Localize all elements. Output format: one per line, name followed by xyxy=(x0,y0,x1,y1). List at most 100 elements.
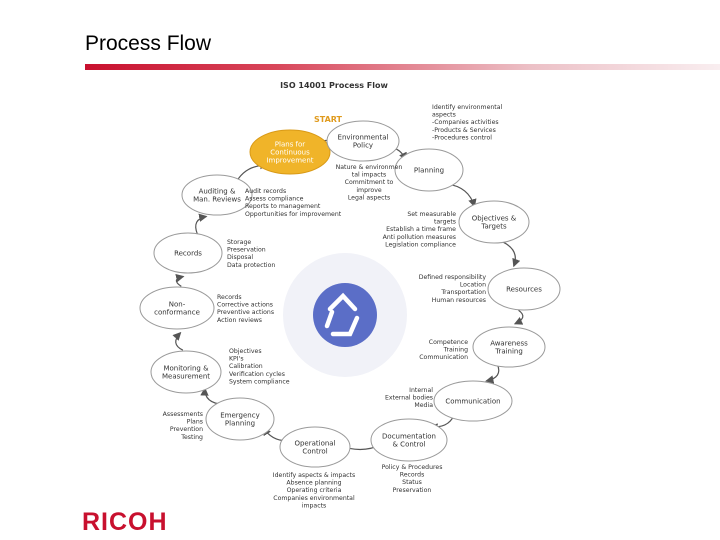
annotation-line: Nature & environmen xyxy=(336,164,403,171)
node-shape xyxy=(394,148,464,192)
node-shape xyxy=(370,418,448,462)
diagram-title: ISO 14001 Process Flow xyxy=(280,81,388,90)
title-underline-bar xyxy=(85,64,720,70)
node-label-line: Plans for xyxy=(275,141,306,149)
annotation-line: Corrective actions xyxy=(217,302,273,309)
node-label-line: Awareness xyxy=(490,340,528,348)
annotation-line: Audit records xyxy=(245,188,286,195)
annotation-line: -Companies activities xyxy=(432,119,499,126)
annotation-line: Data protection xyxy=(227,262,275,269)
annotation-line: tal impacts xyxy=(352,172,386,179)
node-label-line: Planning xyxy=(225,420,255,428)
node-label-line: Emergency xyxy=(220,412,259,420)
node-label-line: Non- xyxy=(169,301,186,309)
annotation-line: Storage xyxy=(227,239,251,246)
node-label-line: conformance xyxy=(154,309,200,317)
node-shape xyxy=(249,129,331,175)
annotation-line: Reports to management xyxy=(245,203,321,210)
annotation-line: Operating criteria xyxy=(287,487,342,494)
node-shape xyxy=(472,326,546,368)
annotation-line: Legislation compliance xyxy=(385,241,456,248)
annotation-nature: Nature & environmental impactsCommitment… xyxy=(336,164,403,201)
slide-title: Process Flow xyxy=(85,32,212,55)
node-shape xyxy=(181,174,253,216)
annotation-line: Absence planning xyxy=(286,480,341,487)
annotation-line: Testing xyxy=(180,434,203,441)
recycle-icon xyxy=(324,292,360,337)
annotation-line: Human resources xyxy=(432,297,486,304)
annotation-line: Anti pollution measures xyxy=(383,234,456,241)
node-label-line: Monitoring & xyxy=(163,365,209,373)
start-label: START xyxy=(314,115,343,124)
node-label-line: Documentation xyxy=(382,433,436,441)
annotation-line: Preservation xyxy=(227,247,266,254)
annotation-line: Transportation xyxy=(440,289,486,296)
annotation-line: Records xyxy=(217,294,242,301)
node-label-line: Man. Reviews xyxy=(193,196,241,204)
node-label-line: Records xyxy=(174,250,202,258)
node-label-line: Targets xyxy=(480,223,507,231)
node-label-line: Resources xyxy=(506,286,542,294)
node-nonconformance: Non-conformance xyxy=(139,286,215,330)
annotation-line: Set measurable xyxy=(407,211,456,218)
annotation-line: Records xyxy=(400,472,425,479)
annotation-line: Communication xyxy=(419,354,468,361)
flow-arrow xyxy=(485,364,500,384)
node-resources: Resources xyxy=(487,267,561,311)
process-nodes: Plans forContinuousImprovementEnvironmen… xyxy=(139,120,561,468)
recycle-center xyxy=(283,253,407,377)
flow-arrow xyxy=(175,273,185,287)
annotation-line: Preservation xyxy=(393,487,432,494)
annotation-line: KPI's xyxy=(229,356,244,363)
annotation-line: impacts xyxy=(302,502,327,509)
node-shape xyxy=(153,232,223,274)
annotation-line: Prevention xyxy=(170,426,203,433)
annotation-line: Identify aspects & impacts xyxy=(273,472,355,479)
annotation-line: targets xyxy=(434,219,456,226)
node-objectives: Objectives &Targets xyxy=(458,200,530,244)
annotation-policy-procedures: Policy & ProceduresRecordsStatusPreserva… xyxy=(382,464,443,494)
node-label-line: Training xyxy=(494,348,523,356)
node-label-line: Improvement xyxy=(266,157,313,165)
node-label-line: Communication xyxy=(445,398,500,406)
node-shape xyxy=(487,267,561,311)
annotations: Identify environmentalaspects-Companies … xyxy=(163,104,503,509)
annotation-line: Commitment to xyxy=(345,179,394,186)
annotation-line: Assess compliance xyxy=(245,196,304,203)
flow-arrow xyxy=(513,309,524,325)
annotation-line: Verification cycles xyxy=(229,371,285,378)
node-communication: Communication xyxy=(433,380,513,422)
node-label-line: Planning xyxy=(414,167,444,175)
annotation-line: Assessments xyxy=(163,411,203,418)
node-shape xyxy=(326,120,400,162)
annotation-line: Action reviews xyxy=(217,317,262,324)
annotation-line: Defined responsibility xyxy=(419,274,487,281)
node-label-line: & Control xyxy=(393,441,426,449)
center-disc xyxy=(313,283,377,347)
annotation-line: Location xyxy=(460,282,486,289)
annotation-line: Media xyxy=(414,402,433,409)
annotation-line: Plans xyxy=(187,419,203,426)
annotation-responsibility: Defined responsibilityLocationTransporta… xyxy=(419,274,487,304)
annotation-line: improve xyxy=(356,187,382,194)
node-label-line: Auditing & xyxy=(199,188,236,196)
annotation-line: Companies environmental xyxy=(273,495,355,502)
node-planning: Planning xyxy=(394,148,464,192)
annotation-line: Training xyxy=(443,347,468,354)
flow-arrow xyxy=(195,213,208,235)
node-shape xyxy=(205,397,275,441)
node-records: Records xyxy=(153,232,223,274)
flow-arrow xyxy=(502,241,521,268)
